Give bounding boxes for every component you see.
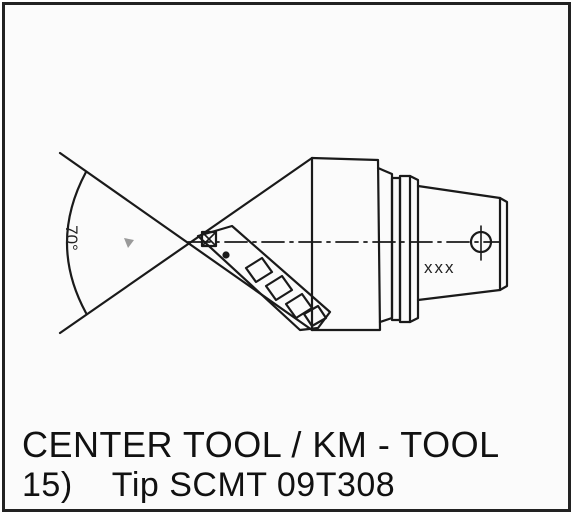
- tool-body: [310, 156, 509, 332]
- angle-label: 70°: [61, 225, 81, 251]
- mark: [124, 238, 134, 248]
- code-label: xxx: [424, 258, 456, 277]
- caption-subtitle: 15) Tip SCMT 09T308: [22, 466, 396, 504]
- caption-title: CENTER TOOL / KM - TOOL: [22, 424, 500, 465]
- circle-symbol: [469, 225, 493, 261]
- angle-arc: [66, 170, 88, 315]
- cone-lines: [58, 151, 314, 335]
- insert-holder: [196, 224, 332, 332]
